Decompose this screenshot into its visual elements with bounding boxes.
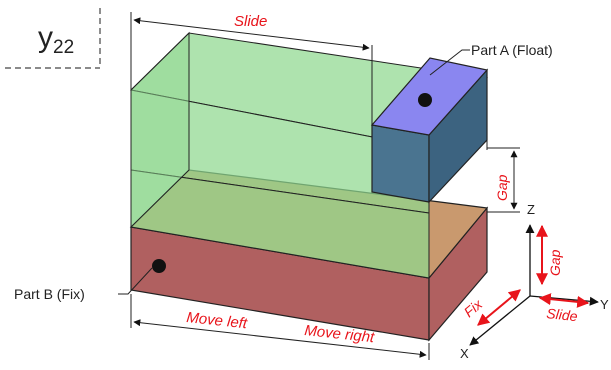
part-b-leader <box>118 267 153 295</box>
slide-label: Slide <box>234 13 267 30</box>
slide-volume-left <box>130 31 190 229</box>
axis-gap-label: Gap <box>547 249 563 276</box>
axis-z-label: Z <box>527 202 535 217</box>
move-dimension-line <box>133 319 427 358</box>
corner-label-subscript: 22 <box>53 37 74 58</box>
axis-slide-label: Slide <box>546 305 579 324</box>
gap-dimension: Gap <box>487 147 520 213</box>
corner-label: y22 <box>38 21 74 58</box>
axis-fix-arrow <box>477 289 521 326</box>
axis-slide-arrow <box>538 293 590 308</box>
part-a-label: Part A (Float) <box>471 42 553 58</box>
corner-label-group: y22 <box>5 8 101 69</box>
part-a-marker-dot <box>418 93 432 107</box>
slide-dimension-line <box>133 17 370 51</box>
gap-label: Gap <box>494 174 510 201</box>
part-a <box>370 57 489 204</box>
part-a-front-face <box>371 124 430 203</box>
slide-dimension: Slide <box>130 12 373 125</box>
axis-y-label: Y <box>600 297 609 312</box>
part-b-label: Part B (Fix) <box>14 286 85 302</box>
axis-x-label: X <box>460 346 469 361</box>
move-left-label: Move left <box>186 309 249 332</box>
corner-label-base: y <box>38 21 53 54</box>
part-a-leader <box>429 49 470 76</box>
part-b-marker-dot <box>152 259 166 273</box>
